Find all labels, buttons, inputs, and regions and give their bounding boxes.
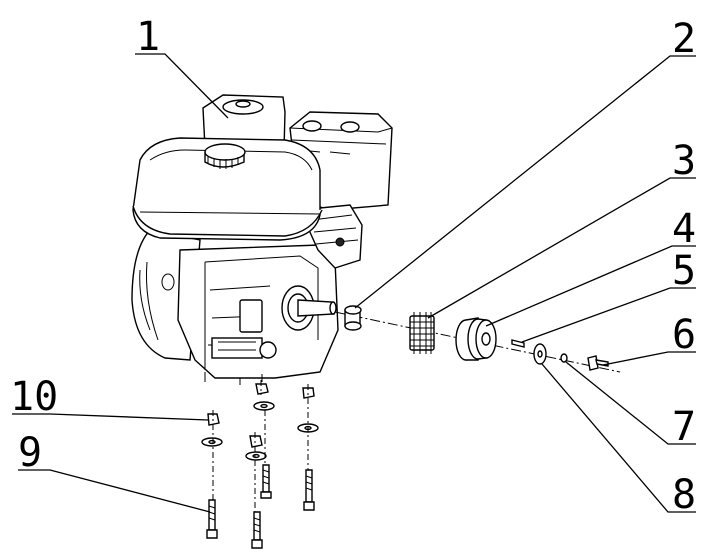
- v-belt-pulley: [455, 317, 497, 361]
- callout-10: 10: [10, 374, 58, 420]
- callout-7: 7: [672, 404, 696, 450]
- shaft-key: [511, 339, 525, 348]
- callout-1: 1: [136, 14, 160, 60]
- bolt: [587, 355, 609, 371]
- callout-8: 8: [672, 472, 696, 518]
- callout-2: 2: [672, 16, 696, 62]
- sprocket-gear: [409, 312, 435, 354]
- leader-lines: [12, 53, 696, 513]
- callout-numbers: 1 2 3 4 5 6 7 8 9 10: [10, 14, 696, 518]
- engine: [131, 94, 393, 385]
- callout-3: 3: [672, 138, 696, 184]
- flat-washer: [533, 343, 547, 365]
- lock-washer: [560, 353, 568, 363]
- mounting-hardware: [201, 380, 319, 549]
- callout-4: 4: [672, 206, 696, 252]
- spacer-sleeve: [344, 305, 362, 331]
- callout-9: 9: [18, 430, 42, 476]
- callout-5: 5: [672, 248, 696, 294]
- callout-6: 6: [672, 312, 696, 358]
